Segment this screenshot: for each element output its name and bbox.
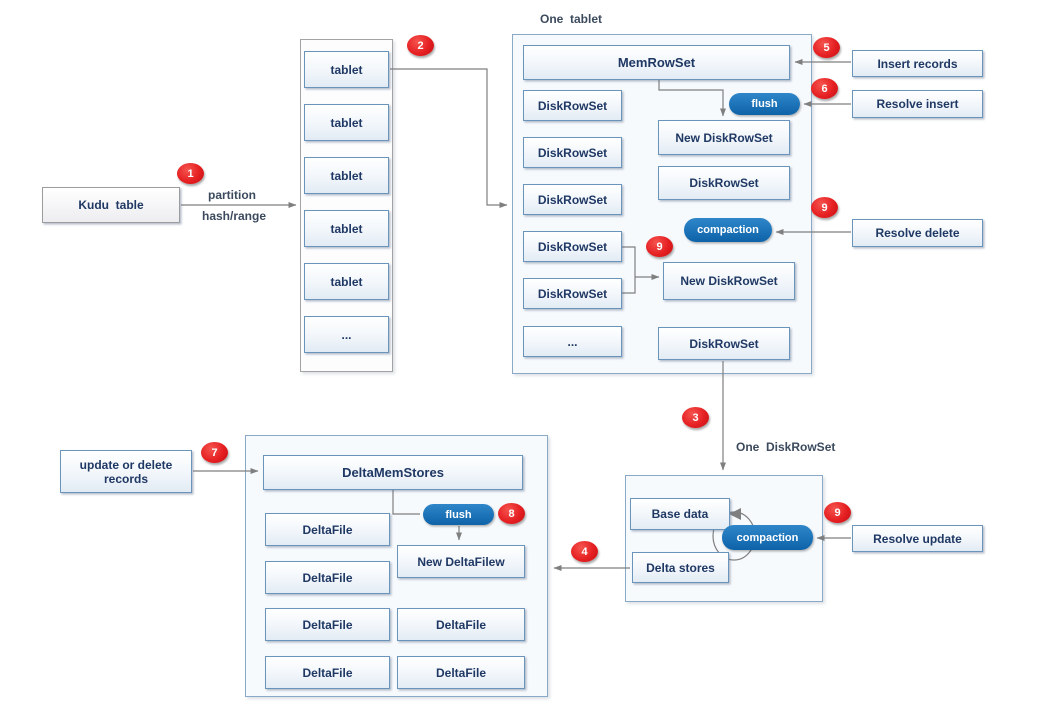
tablet-box: tablet — [304, 104, 389, 141]
kudu-table-box: Kudu table — [42, 187, 180, 223]
partition-label: partition — [208, 188, 256, 202]
deltafile-box: DeltaFile — [265, 513, 390, 546]
diskrowset-ellipsis-box: ... — [523, 326, 622, 357]
new-diskrowset-box: New DiskRowSet — [663, 262, 795, 300]
step-badge-4: 4 — [571, 541, 598, 562]
deltafile-box: DeltaFile — [397, 608, 525, 641]
hash-range-label: hash/range — [202, 209, 267, 223]
step-badge-5: 5 — [813, 37, 840, 58]
deltafile-box: DeltaFile — [397, 656, 525, 689]
resolve-delete-box: Resolve delete — [852, 219, 983, 247]
step-badge-6: 6 — [811, 78, 838, 99]
step-badge-9: 9 — [646, 236, 673, 257]
diskrowset-box: DiskRowSet — [523, 278, 622, 309]
memrowset-box: MemRowSet — [523, 45, 790, 80]
flush-pill: flush — [729, 93, 800, 115]
one-tablet-title: One tablet — [540, 12, 603, 26]
deltafile-box: DeltaFile — [265, 561, 390, 594]
resolve-insert-box: Resolve insert — [852, 90, 983, 118]
step-badge-1: 1 — [177, 163, 204, 184]
delta-stores-box: Delta stores — [632, 552, 729, 583]
step-badge-2: 2 — [407, 35, 434, 56]
step-badge-9: 9 — [824, 502, 851, 523]
update-or-delete-records-box: update or delete records — [60, 450, 192, 493]
tablet-box: tablet — [304, 51, 389, 88]
new-deltafilew-box: New DeltaFilew — [397, 545, 525, 578]
tablet-box: tablet — [304, 157, 389, 194]
step-badge-3: 3 — [682, 407, 709, 428]
step-badge-7: 7 — [201, 442, 228, 463]
diskrowset-box: DiskRowSet — [523, 184, 622, 215]
step-badge-9: 9 — [811, 197, 838, 218]
one-diskrowset-label: One DiskRowSet — [736, 440, 836, 454]
deltamemstores-box: DeltaMemStores — [263, 455, 523, 490]
flow-arrow-tablet-to-one-tablet — [390, 68, 508, 208]
compaction-pill: compaction — [684, 218, 772, 242]
diskrowset-box: DiskRowSet — [658, 327, 790, 360]
diskrowset-box: DiskRowSet — [523, 231, 622, 262]
insert-records-box: Insert records — [852, 50, 983, 77]
deltafile-box: DeltaFile — [265, 656, 390, 689]
step-badge-8: 8 — [498, 503, 525, 524]
base-data-box: Base data — [630, 498, 730, 530]
resolve-update-box: Resolve update — [852, 525, 983, 552]
tablet-box: tablet — [304, 210, 389, 247]
new-diskrowset-box: New DiskRowSet — [658, 120, 790, 155]
tablet-box: tablet — [304, 263, 389, 300]
compaction-pill: compaction — [722, 525, 813, 550]
diskrowset-box: DiskRowSet — [658, 166, 790, 200]
diskrowset-box: DiskRowSet — [523, 137, 622, 168]
deltafile-box: DeltaFile — [265, 608, 390, 641]
flush-pill: flush — [423, 504, 494, 525]
tablet-ellipsis-box: ... — [304, 316, 389, 353]
diskrowset-box: DiskRowSet — [523, 90, 622, 121]
